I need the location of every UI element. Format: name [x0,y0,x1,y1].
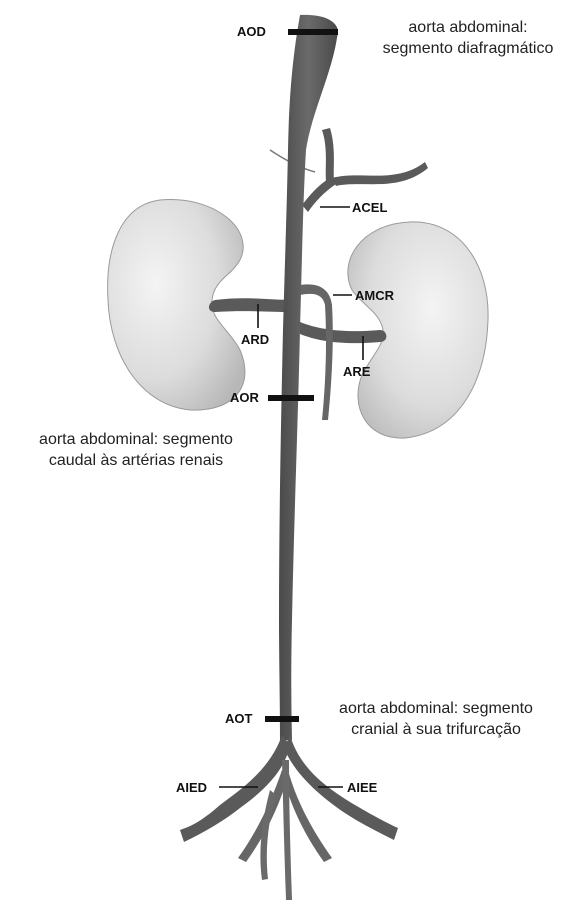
caption-line: aorta abdominal: [358,17,578,38]
left-renal-artery [300,322,386,343]
caption-line: aorta abdominal: segmento [306,698,566,719]
caption-caudal-renal-segment: aorta abdominal: segmento caudal às arté… [6,429,266,471]
label-ard: ARD [241,332,269,347]
label-aod: AOD [237,24,266,39]
aot-marker [265,716,299,722]
label-are: ARE [343,364,370,379]
celiac-branch-upper [322,128,334,182]
aor-marker [268,395,314,401]
caption-line: cranial à sua trifurcação [306,719,566,740]
right-kidney [348,222,488,438]
caption-cranial-trifurcation-segment: aorta abdominal: segmento cranial à sua … [306,698,566,740]
aod-marker [288,29,338,35]
label-aor: AOR [230,390,259,405]
label-aied: AIED [176,780,207,795]
caption-line: segmento diafragmático [358,38,578,59]
label-amcr: AMCR [355,288,394,303]
celiac-branch-lateral [332,162,428,186]
caption-line: caudal às artérias renais [6,450,266,471]
label-aiee: AIEE [347,780,377,795]
caption-diaphragmatic-segment: aorta abdominal: segmento diafragmático [358,17,578,59]
label-acel: ACEL [352,200,387,215]
caption-line: aorta abdominal: segmento [6,429,266,450]
right-renal-artery [209,298,292,312]
label-aot: AOT [225,711,252,726]
